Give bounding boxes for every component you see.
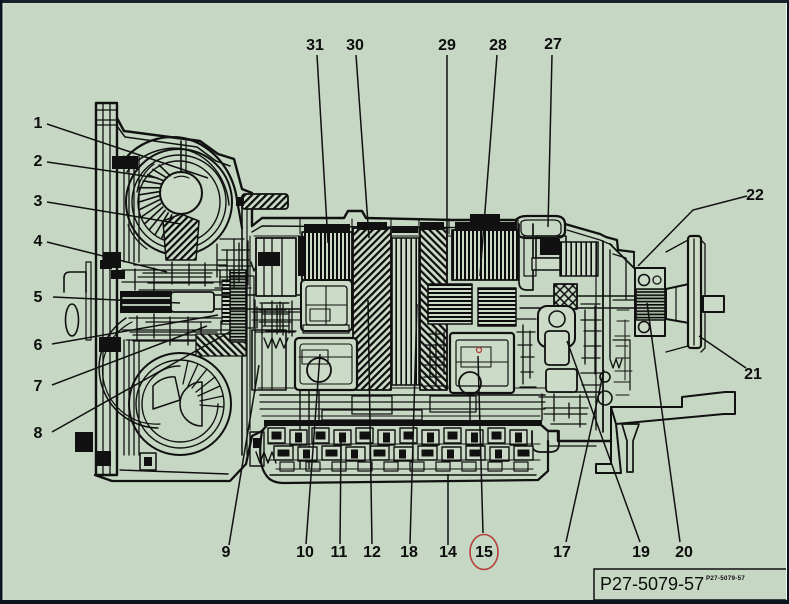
svg-text:30: 30 (346, 37, 364, 54)
svg-text:7: 7 (34, 378, 43, 395)
svg-text:15: 15 (475, 544, 493, 561)
svg-text:31: 31 (306, 37, 324, 54)
svg-text:19: 19 (632, 544, 650, 561)
svg-text:2: 2 (34, 153, 43, 170)
svg-text:6: 6 (34, 337, 43, 354)
svg-text:9: 9 (222, 544, 231, 561)
svg-text:17: 17 (553, 544, 571, 561)
svg-text:P27-5079-57: P27-5079-57 (600, 574, 704, 594)
svg-text:3: 3 (34, 193, 43, 210)
svg-text:27: 27 (544, 36, 562, 53)
svg-text:4: 4 (34, 233, 43, 250)
svg-text:11: 11 (331, 544, 348, 561)
svg-text:1: 1 (34, 115, 43, 132)
svg-text:P27-5079-57: P27-5079-57 (706, 575, 745, 582)
svg-text:5: 5 (34, 289, 43, 306)
svg-text:22: 22 (746, 187, 764, 204)
svg-text:8: 8 (34, 425, 43, 442)
svg-text:29: 29 (438, 37, 456, 54)
svg-text:12: 12 (363, 544, 381, 561)
svg-text:21: 21 (744, 366, 762, 383)
svg-text:20: 20 (675, 544, 693, 561)
svg-text:28: 28 (489, 37, 507, 54)
svg-text:10: 10 (296, 544, 314, 561)
svg-text:18: 18 (400, 544, 418, 561)
svg-text:14: 14 (439, 544, 457, 561)
